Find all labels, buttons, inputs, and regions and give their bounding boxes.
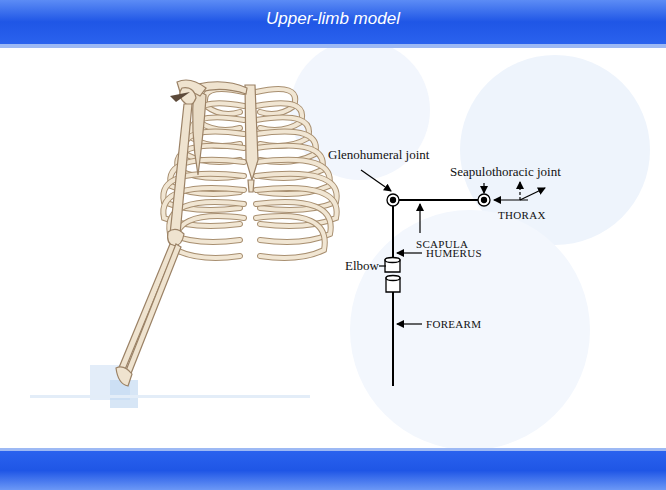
part-label: THORAX [498,208,546,223]
rib [175,216,244,258]
rib [256,188,337,226]
part-label: FOREARM [426,317,481,332]
slide-title: Upper-limb model [0,9,666,29]
rib [256,216,325,258]
rib [175,216,244,258]
part-label: Seapulothoracic joint [450,164,561,179]
rib [256,202,331,242]
rib [256,216,325,258]
rib [256,188,337,226]
part-label: Glenohumeral joint [328,147,429,162]
part-label: HUMERUS [426,246,482,261]
part-label: Elbow [345,258,379,273]
rib [256,202,331,242]
